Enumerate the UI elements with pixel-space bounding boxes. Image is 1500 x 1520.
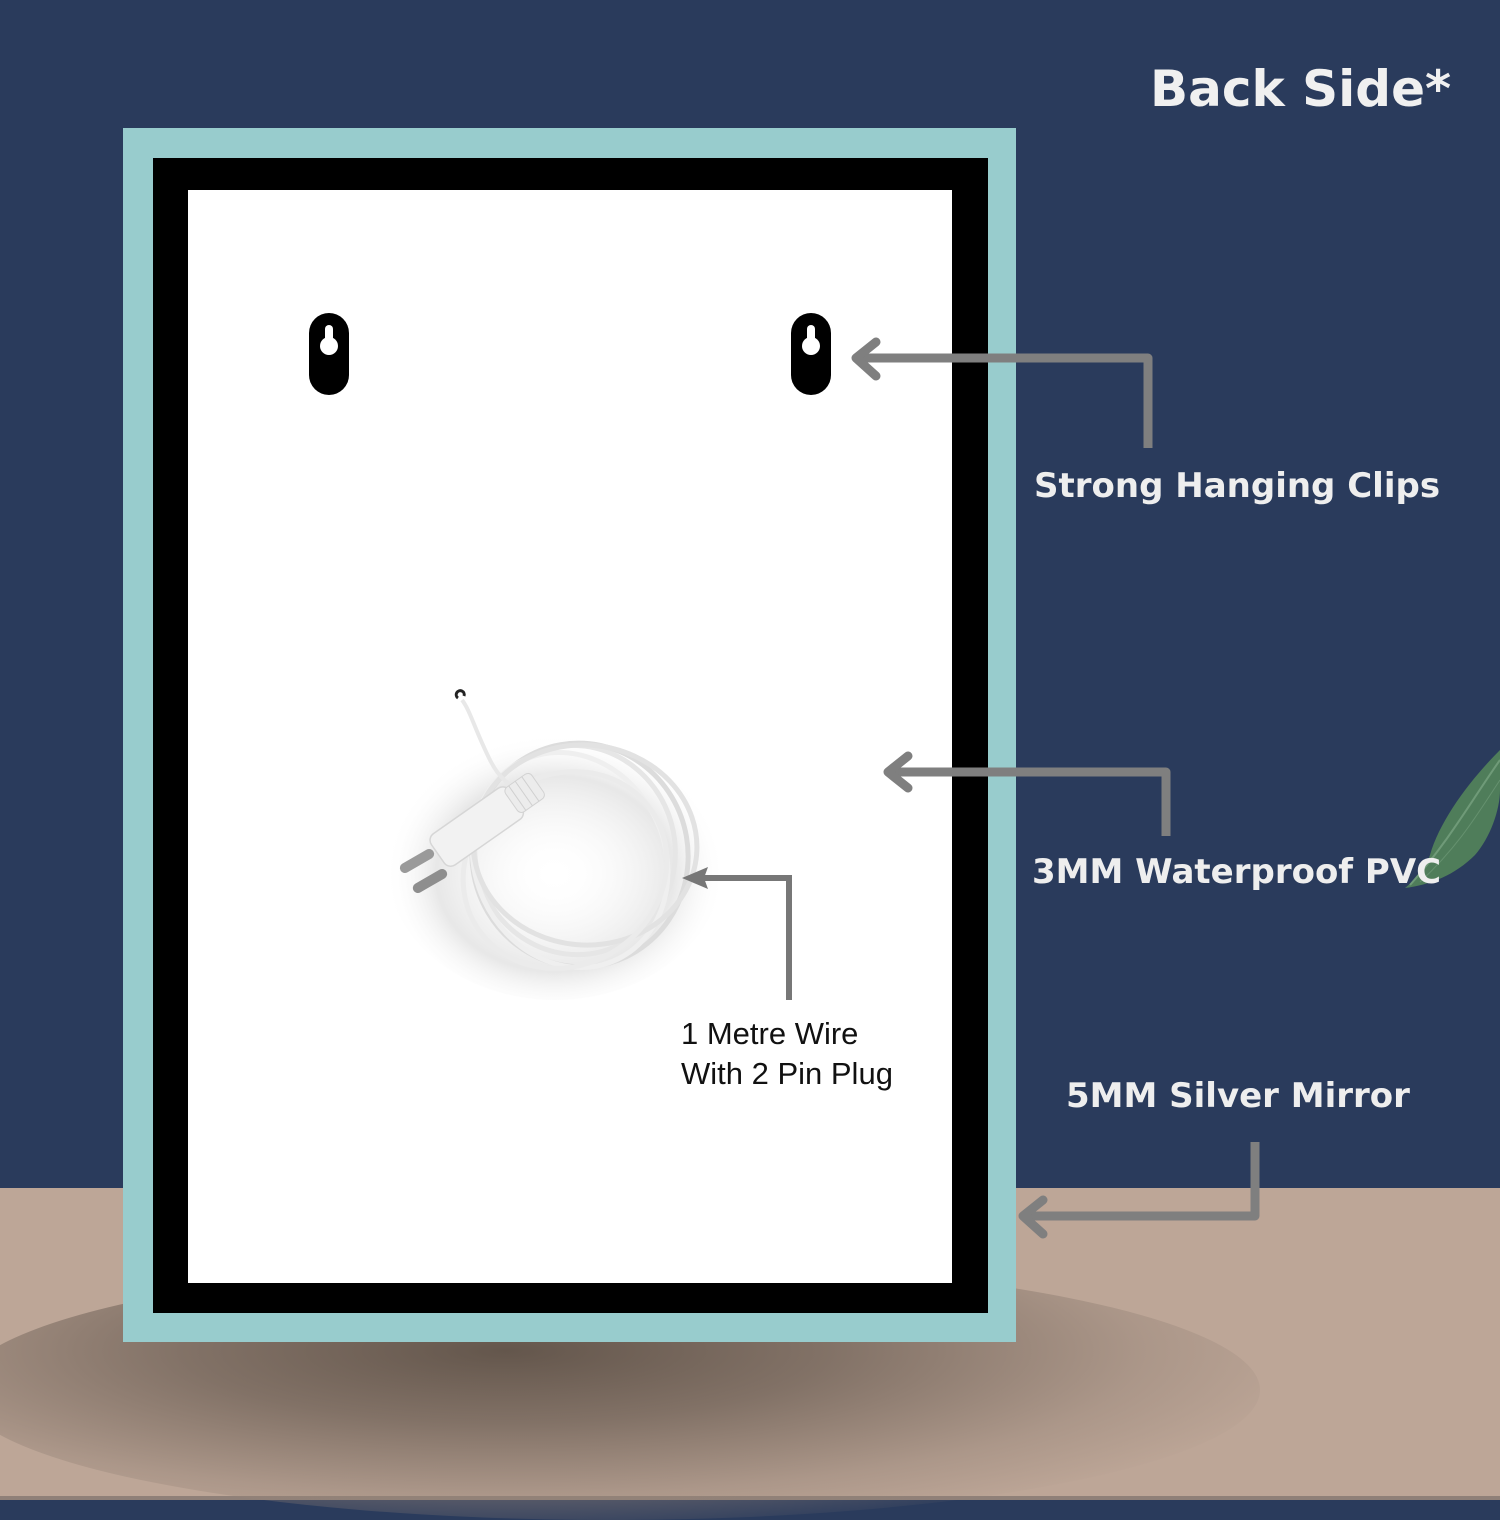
callout-silver-mirror: 5MM Silver Mirror — [1066, 1076, 1410, 1116]
callout-waterproof-pvc: 3MM Waterproof PVC — [1032, 852, 1442, 892]
arrow-left-icon — [700, 875, 792, 1000]
wire-label-line1: 1 Metre Wire — [681, 1016, 859, 1051]
wire-label-line2: With 2 Pin Plug — [681, 1056, 893, 1091]
callout-hanging-clips: Strong Hanging Clips — [1034, 466, 1441, 506]
page-title: Back Side* — [1150, 60, 1452, 118]
keyhole-clip-icon — [309, 313, 349, 395]
keyhole-clip-icon — [791, 313, 831, 395]
arrow-left-icon — [851, 337, 1153, 448]
leaf-icon — [1405, 750, 1500, 888]
arrow-left-icon — [1018, 1142, 1260, 1239]
arrow-left-icon — [883, 751, 1171, 836]
wire-callout: 1 Metre Wire With 2 Pin Plug — [681, 1014, 893, 1094]
